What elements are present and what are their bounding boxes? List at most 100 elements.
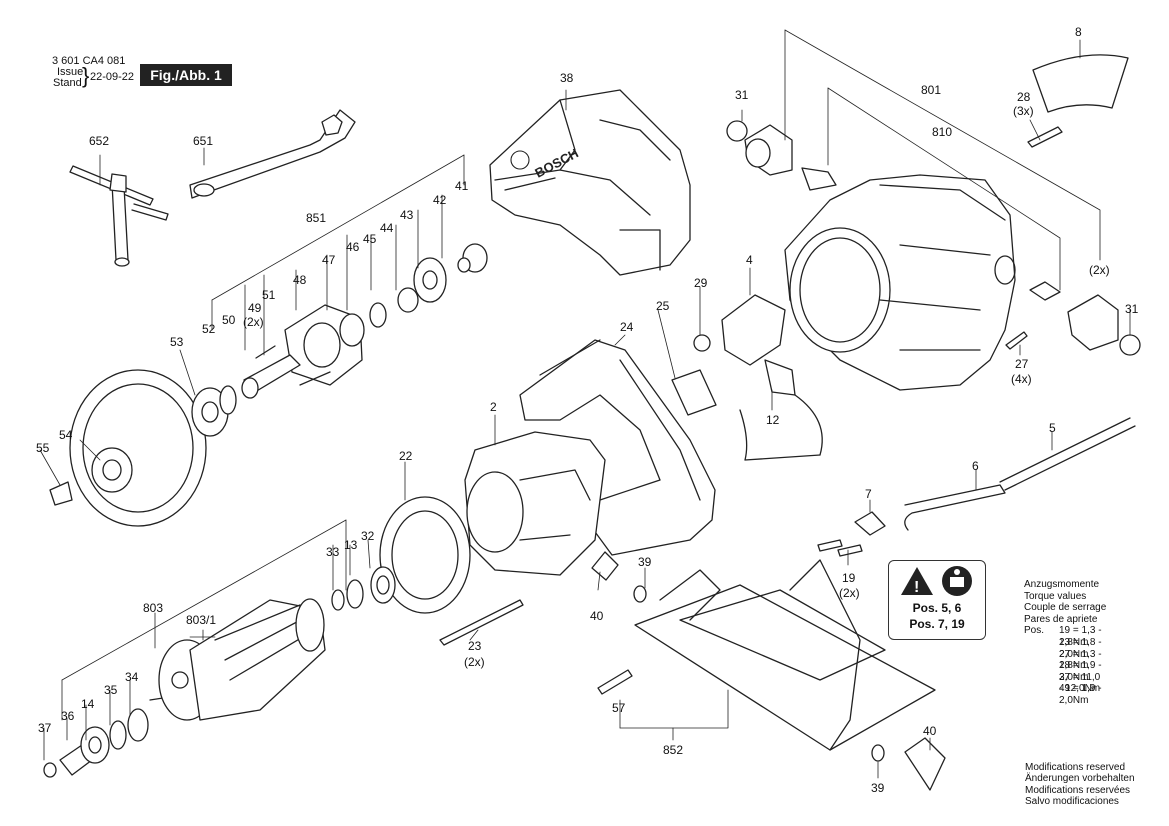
- mod-de: Änderungen vorbehalten: [1025, 773, 1135, 785]
- part-7-drawing: [854, 511, 886, 536]
- warning-triangle-icon: [901, 567, 933, 595]
- callout-6: 6: [972, 459, 979, 473]
- screw-23-drawing: [439, 599, 524, 646]
- mod-es: Salvo modificaciones: [1025, 796, 1119, 808]
- handle-drawing: [519, 339, 716, 556]
- warning-icons: !: [901, 566, 972, 596]
- callout-50: 50: [222, 313, 236, 327]
- figure-label: Fig./Abb. 1: [140, 64, 232, 86]
- callout-32: 32: [361, 529, 375, 543]
- callout-35: 35: [104, 683, 118, 697]
- armature-drawing: [149, 598, 326, 721]
- callout-2x-right: (2x): [1089, 263, 1110, 277]
- stator-drawing: [464, 431, 606, 576]
- torque-title-es: Pares de apriete: [1024, 613, 1098, 625]
- torque-value: 27 = 1,3 - 1,8Nm: [1059, 648, 1102, 672]
- callout-39a: 39: [638, 555, 652, 569]
- doc-number: 3 601 CA4 081: [52, 55, 126, 67]
- torque-value: 49 = 1,9 - 2,0Nm: [1059, 683, 1102, 706]
- callout-4: 4: [746, 253, 753, 267]
- callout-23-qty: (2x): [464, 655, 485, 669]
- callout-852: 852: [663, 743, 683, 757]
- mod-en: Modifications reserved: [1025, 762, 1126, 773]
- callout-851: 851: [306, 211, 326, 225]
- callout-55: 55: [36, 441, 50, 455]
- callout-49-qty: (2x): [243, 315, 264, 329]
- callout-40a: 40: [590, 609, 604, 623]
- callout-14: 14: [81, 697, 95, 711]
- callout-57: 57: [612, 701, 626, 715]
- callout-44: 44: [380, 221, 394, 235]
- torque-row: 28 = 1,9 - 2,0Nm: [1024, 660, 1106, 683]
- torque-value: 37 = 11,0 - 12,0Nm: [1059, 671, 1101, 695]
- callout-47: 47: [322, 253, 336, 267]
- callout-41: 41: [455, 179, 469, 193]
- cable-drawing: [999, 417, 1136, 491]
- torque-row: Pos. 19 = 1,3 - 1,8Nm: [1024, 625, 1106, 648]
- callout-5: 5: [1049, 421, 1056, 435]
- callout-24: 24: [620, 320, 634, 334]
- part-25-drawing: [671, 369, 717, 416]
- spindle-drawing: [219, 345, 331, 415]
- brush-holder-right-drawing: [1029, 281, 1141, 356]
- torque-value: 28 = 1,9 - 2,0Nm: [1059, 660, 1102, 683]
- callout-31a: 31: [735, 88, 749, 102]
- brush-cap-drawing: [726, 120, 837, 191]
- callout-803-1: 803/1: [186, 613, 216, 627]
- bearings-front-drawing: [331, 566, 396, 611]
- cable-protector-drawing: [904, 484, 1006, 531]
- callout-12: 12: [766, 413, 780, 427]
- nameplate-drawing: [1032, 54, 1129, 113]
- callout-2: 2: [490, 400, 497, 414]
- callout-51: 51: [262, 288, 276, 302]
- torque-title-en: Torque values: [1024, 590, 1087, 602]
- callout-52: 52: [202, 322, 216, 336]
- modifications-note: Modifications reserved Änderungen vorbeh…: [1025, 762, 1135, 808]
- motor-housing-drawing: [784, 174, 1016, 391]
- torque-row: 37 = 11,0 - 12,0Nm: [1024, 672, 1106, 695]
- issue-date: 22-09-22: [90, 71, 135, 83]
- knob-40-drawing: [591, 551, 946, 791]
- base-plate-drawing: [634, 559, 936, 751]
- torque-row: 49 = 1,9 - 2,0Nm: [1024, 683, 1106, 706]
- callout-8: 8: [1075, 25, 1082, 39]
- leader-lines: [39, 29, 1131, 779]
- callout-38: 38: [560, 71, 574, 85]
- gear-bearings-drawing: [43, 708, 149, 778]
- callout-34: 34: [125, 670, 139, 684]
- baffle-ring-drawing: [379, 496, 471, 614]
- torque-prefix: Pos.: [1024, 625, 1045, 637]
- callout-39b: 39: [871, 781, 885, 795]
- torque-row: 23 = 1,8 - 2,0Nm: [1024, 637, 1106, 660]
- callout-31b: 31: [1125, 302, 1139, 316]
- torque-value: 19 = 1,3 - 1,8Nm: [1059, 625, 1102, 648]
- callout-46: 46: [346, 240, 360, 254]
- callout-19: 19: [842, 571, 856, 585]
- pin-57-drawing: [597, 669, 633, 695]
- callout-652: 652: [89, 134, 109, 148]
- callout-27: 27: [1015, 357, 1029, 371]
- screw-19b-drawing: [837, 544, 863, 557]
- callout-40b: 40: [923, 724, 937, 738]
- callout-23: 23: [468, 639, 482, 653]
- screw-27-drawing: [1005, 331, 1028, 350]
- torque-title-de: Anzugsmomente: [1024, 579, 1100, 590]
- callout-801: 801: [921, 83, 941, 97]
- warning-line-2: Pos. 7, 19: [909, 617, 965, 631]
- t-wrench-drawing: [69, 165, 169, 267]
- callout-7: 7: [865, 487, 872, 501]
- callout-29: 29: [694, 276, 708, 290]
- callout-27-qty: (4x): [1011, 372, 1032, 386]
- blade-guard-drawing: [489, 89, 691, 276]
- callout-22: 22: [399, 449, 413, 463]
- gear-housing-drawing: [284, 243, 488, 386]
- callout-28: 28: [1017, 90, 1031, 104]
- callout-13: 13: [344, 538, 358, 552]
- torque-table: Anzugsmomente Torque values Couple de se…: [1024, 579, 1106, 706]
- wrench-drawing: [189, 109, 356, 199]
- screw-19-drawing: [817, 539, 843, 552]
- callout-45: 45: [363, 232, 377, 246]
- saw-blade-drawing: [49, 369, 229, 527]
- issue-label: Issue: [57, 66, 84, 78]
